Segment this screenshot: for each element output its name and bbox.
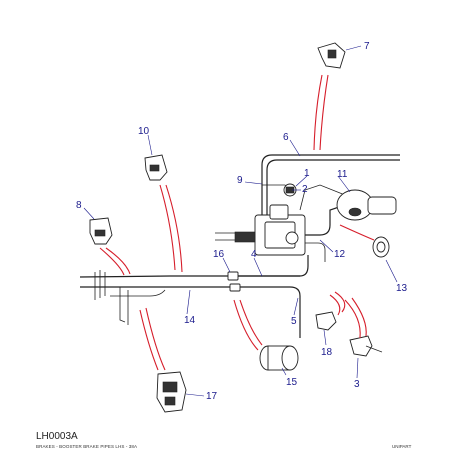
- valve-top-union: [269, 204, 289, 220]
- pipe-6-run: [261, 154, 400, 255]
- part-3-clip: [349, 335, 383, 357]
- callout-11: 11: [337, 169, 348, 180]
- callout-9: 9: [237, 175, 243, 186]
- part-17-bracket: [156, 371, 187, 413]
- callout-12: 12: [334, 249, 346, 260]
- part-7-clip: [317, 42, 346, 69]
- callout-17: 17: [206, 391, 218, 402]
- booster-servo: [336, 189, 397, 221]
- callout-2: 2: [302, 184, 308, 195]
- callout-5: 5: [291, 316, 297, 327]
- part-16-union: [227, 271, 241, 292]
- diagram-caption: BRAKES - BOOSTER BRAKE PIPES LHS - 38A: [36, 444, 138, 449]
- callout-1: 1: [304, 168, 310, 179]
- left-vertical-drop: [119, 287, 129, 325]
- pipe-12-run: [300, 204, 346, 236]
- callout-7: 7: [364, 41, 370, 52]
- valve-actuator: [234, 231, 256, 243]
- part-18-clip: [315, 311, 337, 331]
- callout-leaders: [83, 45, 398, 397]
- main-pipe-lower: [80, 286, 301, 338]
- callout-8: 8: [76, 200, 82, 211]
- left-pipe-end: [94, 270, 106, 300]
- callout-14: 14: [184, 315, 196, 326]
- callout-6: 6: [283, 132, 289, 143]
- callout-4: 4: [251, 249, 257, 260]
- main-pipe-low-run: [110, 289, 166, 297]
- pipe-1: [299, 184, 346, 211]
- brake-pipes: [79, 154, 400, 338]
- callout-18: 18: [321, 347, 333, 358]
- red-leaders: [99, 74, 375, 371]
- brand-label: UNIPART: [392, 444, 412, 449]
- pressure-valve-assembly: [215, 204, 306, 256]
- part-13-grommet: [372, 236, 390, 258]
- valve-boss: [285, 231, 299, 245]
- callout-13: 13: [396, 283, 408, 294]
- callout-numbers: 7 10 8 6 9 1 2 11 12 13 16 4 5 14 18 3 1…: [76, 41, 408, 402]
- pipe-6-run-inner: [266, 159, 400, 255]
- pipe-4-run: [230, 255, 309, 277]
- callout-3: 3: [354, 379, 360, 390]
- pipe-12-run-2: [300, 242, 326, 262]
- callout-15: 15: [286, 377, 298, 388]
- part-8-clip: [89, 217, 113, 245]
- callout-16: 16: [213, 249, 225, 260]
- servo-port: [348, 207, 362, 217]
- diagram-code: LH0003A: [36, 431, 78, 442]
- valve-actuator-rods: [215, 232, 235, 241]
- servo-motor: [367, 196, 397, 215]
- part-10-clip: [144, 154, 168, 181]
- part-15-sleeve: [259, 345, 299, 371]
- callout-10: 10: [138, 126, 150, 137]
